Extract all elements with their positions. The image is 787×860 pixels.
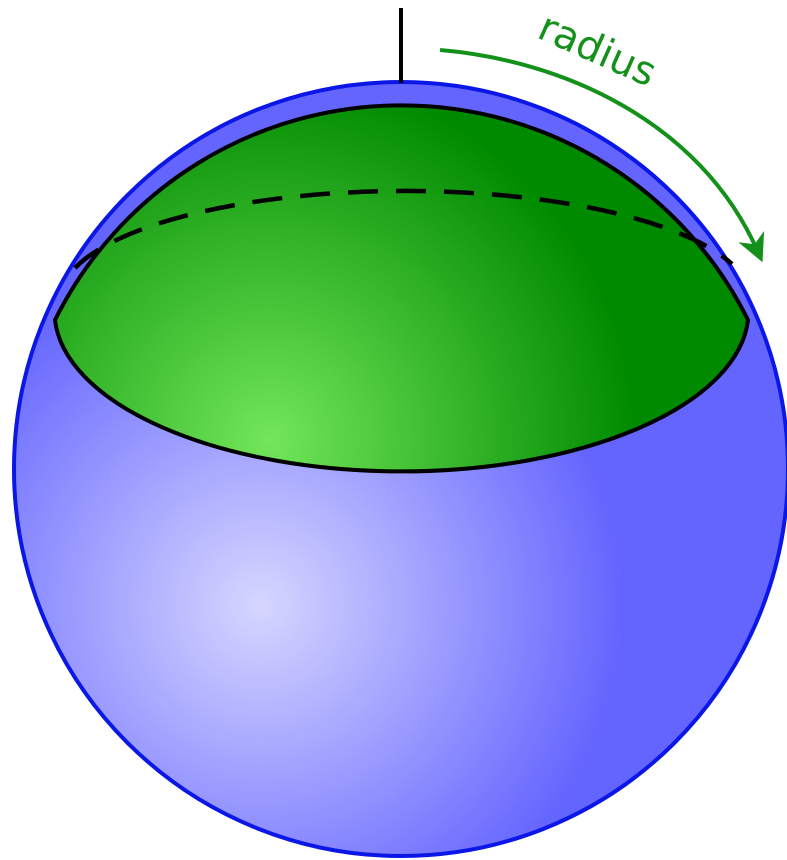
- spherical-cap: [52, 103, 751, 474]
- hidden-circle-edge: [73, 188, 734, 270]
- radius-arrow: [439, 48, 765, 263]
- radius-label: radius: [531, 4, 663, 96]
